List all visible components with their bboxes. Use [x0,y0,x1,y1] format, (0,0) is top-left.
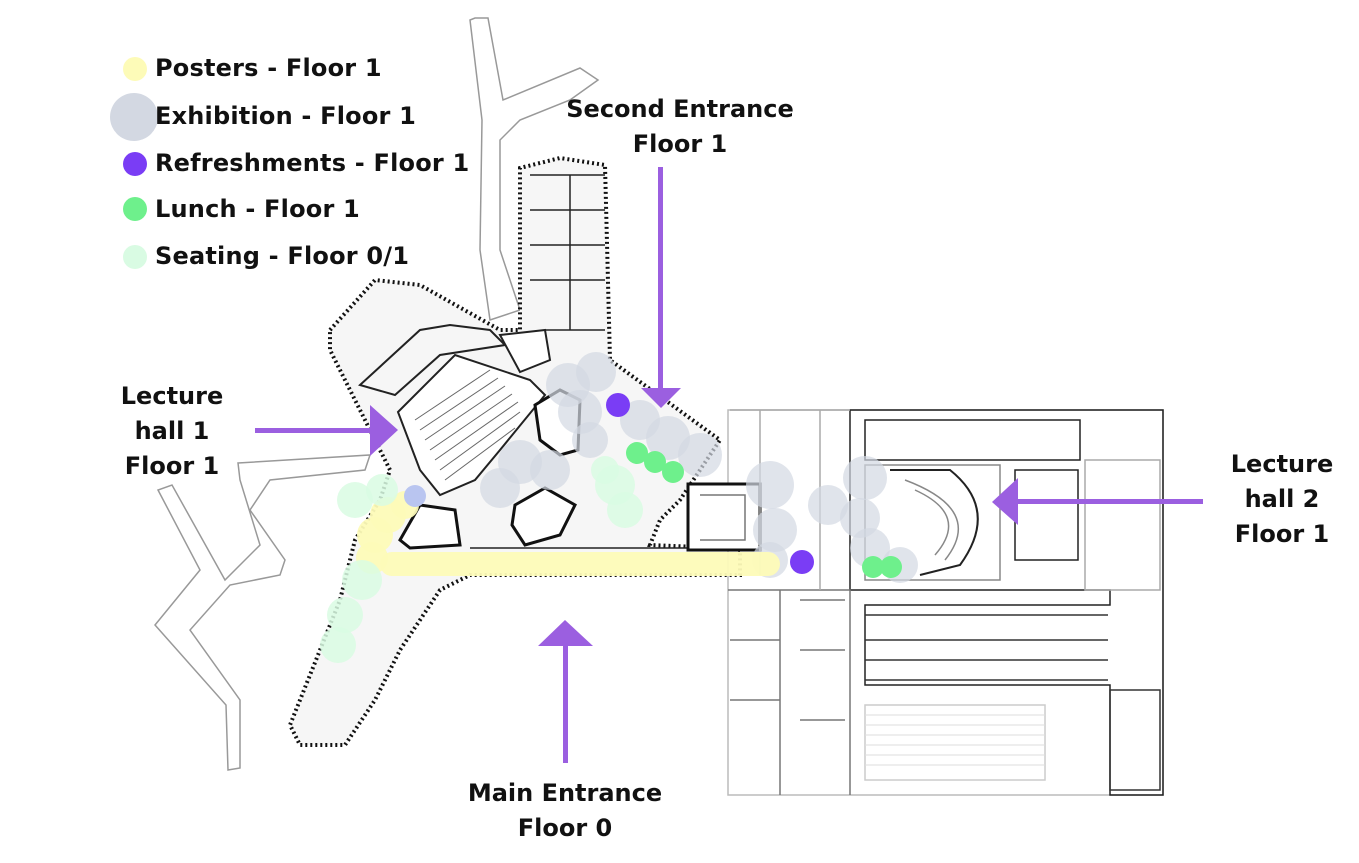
legend-swatch-posters [123,57,147,81]
lecture-hall-1-arrow-shaft [255,428,373,433]
label-lecture-hall-1-line1: Lecture [120,382,224,410]
legend-swatch-lunch [123,197,147,221]
direction-arrows [255,167,1203,763]
legend-swatch-seating [123,245,147,269]
label-second-entrance-line1: Second Entrance [566,95,794,123]
label-main-entrance: Main Entrance Floor 0 [440,776,690,846]
label-lecture-hall-2-line3: Floor 1 [1234,520,1330,548]
lecture-hall-2-arrow-shaft [1015,499,1203,504]
legend-label-refreshments: Refreshments - Floor 1 [155,149,470,177]
lecture-hall-1-arrow-head [370,405,398,456]
label-main-entrance-line1: Main Entrance [467,779,663,807]
second-entrance-arrow-head [641,388,681,408]
lecture-hall-2-arrow-head [992,478,1018,525]
main-entrance-arrow-head [538,620,593,646]
label-lecture-hall-1-line2: hall 1 [134,417,210,445]
main-entrance-arrow-shaft [563,645,568,763]
lunch-points [626,442,902,578]
label-lecture-hall-2: Lecture hall 2 Floor 1 [1212,447,1352,552]
landscape-outline [154,17,600,771]
seating-areas [320,456,643,663]
refreshments-secondary [404,485,426,507]
label-second-entrance: Second Entrance Floor 1 [555,92,805,162]
label-lecture-hall-1: Lecture hall 1 Floor 1 [102,379,242,484]
posters-areas [356,491,780,576]
refreshments-points [606,393,814,574]
label-second-entrance-line2: Floor 1 [632,130,728,158]
legend-label-exhibition: Exhibition - Floor 1 [155,102,417,130]
legend-label-lunch: Lunch - Floor 1 [155,195,360,223]
legend-label-posters: Posters - Floor 1 [155,54,382,82]
second-entrance-arrow-shaft [658,167,663,389]
legend-label-seating: Seating - Floor 0/1 [155,242,410,270]
east-building [686,409,1164,796]
label-lecture-hall-2-line2: hall 2 [1244,485,1320,513]
legend-swatch-refreshments [123,152,147,176]
label-lecture-hall-2-line1: Lecture [1230,450,1334,478]
exhibition-areas [480,352,918,583]
label-main-entrance-line2: Floor 0 [517,814,613,842]
label-lecture-hall-1-line3: Floor 1 [124,452,220,480]
legend-swatch-exhibition [110,93,158,141]
